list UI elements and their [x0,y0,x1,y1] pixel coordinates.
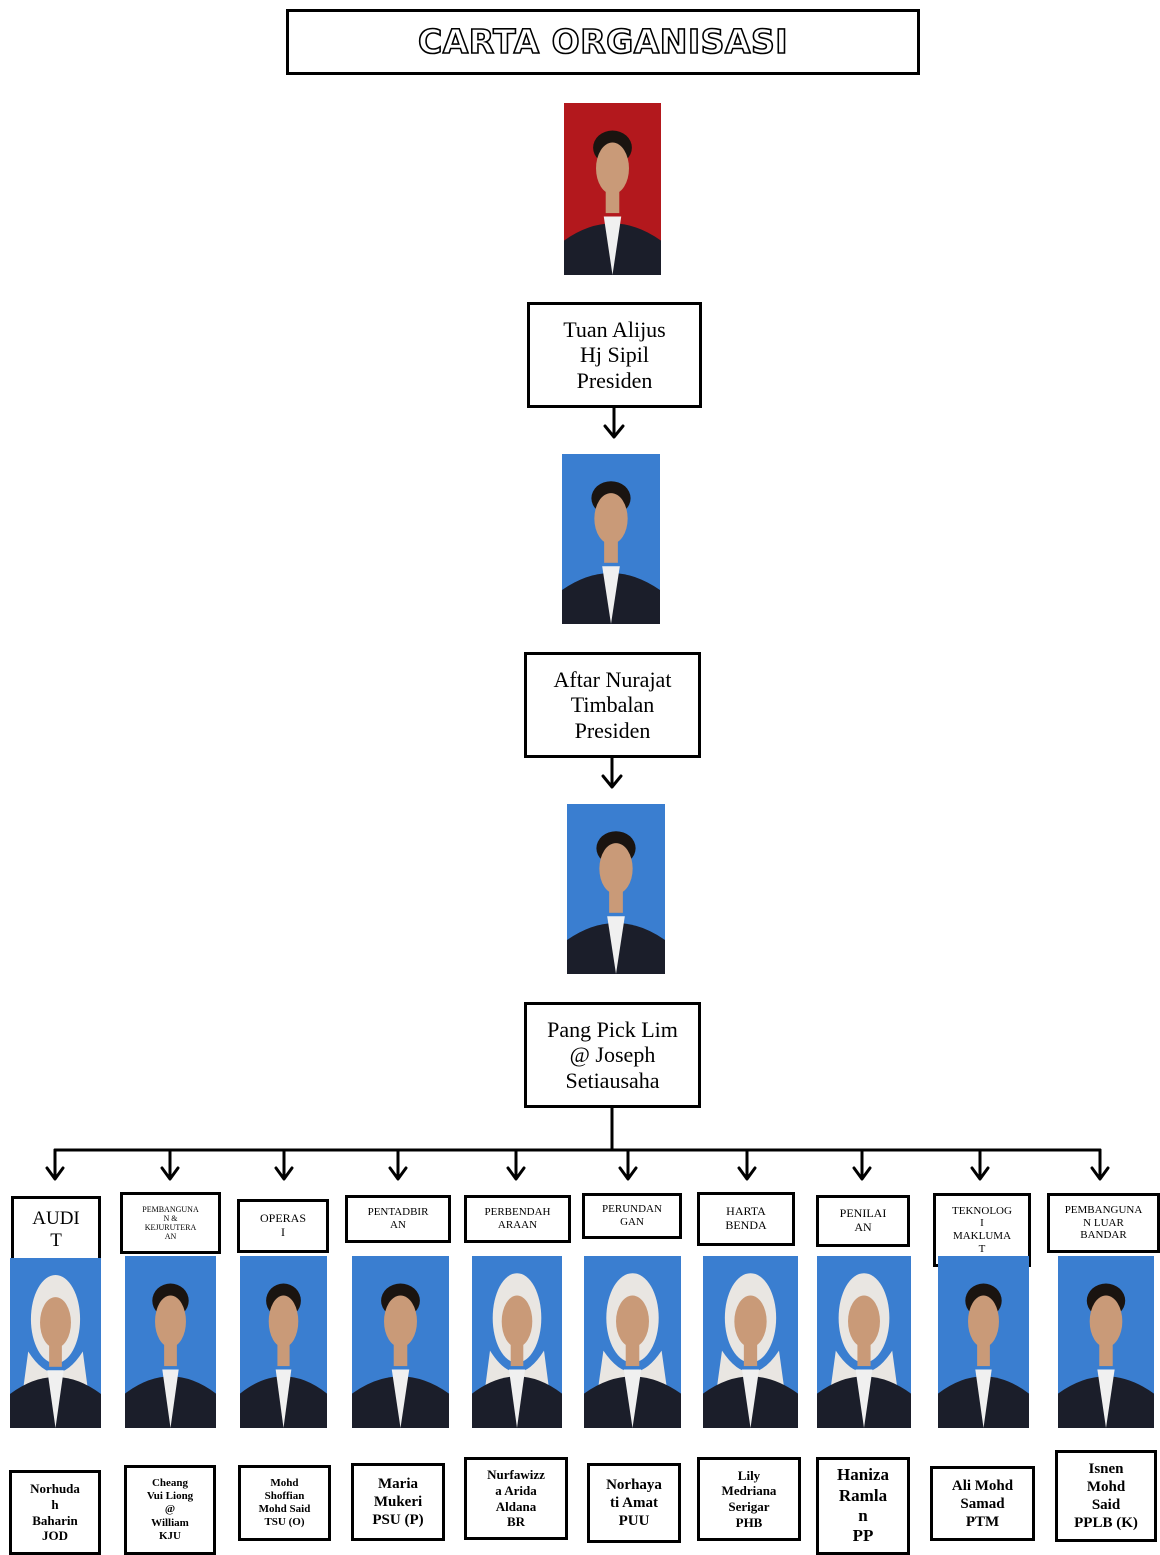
staff-portrait [584,1256,681,1428]
department-label-box: PENILAI AN [816,1195,910,1247]
department-label: TEKNOLOG I MAKLUMA T [952,1204,1012,1255]
staff-portrait [472,1256,562,1428]
staff-name-box: Maria Mukeri PSU (P) [351,1463,445,1541]
department-label: PENILAI AN [839,1206,887,1234]
secretary-name: Pang Pick Lim @ Joseph Setiausaha [547,1017,678,1093]
staff-portrait [10,1258,101,1428]
staff-portrait [240,1256,327,1428]
staff-name: Nurfawizz a Arida Aldana BR [487,1467,545,1530]
department-label: PEMBANGUNA N & KEJURUTERA AN [142,1204,199,1242]
chart-title: CARTA ORGANISASI [417,22,788,62]
department-label: HARTA BENDA [725,1204,767,1232]
portrait-deputy-president [562,454,660,624]
staff-name: Isnen Mohd Said PPLB (K) [1074,1461,1138,1531]
department-label: AUDI T [32,1207,80,1251]
staff-name: Norhuda h Baharin JOD [30,1481,80,1544]
chart-title-box: CARTA ORGANISASI [286,9,920,75]
deputy-president-name: Aftar Nurajat Timbalan Presiden [553,667,672,743]
department-label-box: PENTADBIR AN [345,1195,451,1243]
staff-name: Norhaya ti Amat PUU [606,1477,662,1529]
staff-name: Cheang Vui Liong @ William KJU [146,1477,194,1542]
secretary-box: Pang Pick Lim @ Joseph Setiausaha [524,1002,701,1108]
staff-portrait [1058,1256,1154,1428]
department-label-box: PEMBANGUNA N LUAR BANDAR [1047,1193,1160,1253]
staff-name: Mohd Shoffian Mohd Said TSU (O) [258,1476,311,1529]
staff-portrait [938,1256,1029,1428]
portrait-president [564,103,661,275]
staff-name-box: Cheang Vui Liong @ William KJU [124,1465,216,1555]
department-label: OPERAS I [259,1211,306,1239]
department-label-box: OPERAS I [237,1199,329,1253]
staff-name-box: Haniza Ramla n PP [816,1457,910,1555]
staff-name: Lily Medriana Serigar PHB [721,1467,777,1530]
staff-portrait [703,1256,798,1428]
staff-name-box: Mohd Shoffian Mohd Said TSU (O) [238,1465,331,1541]
staff-name-box: Nurfawizz a Arida Aldana BR [464,1457,568,1540]
president-name: Tuan Alijus Hj Sipil Presiden [563,317,666,393]
staff-portrait [125,1256,216,1428]
staff-name-box: Lily Medriana Serigar PHB [697,1457,801,1541]
staff-name: Ali Mohd Samad PTM [951,1477,1014,1530]
staff-name: Maria Mukeri PSU (P) [372,1476,424,1528]
department-label: PERBENDAH ARAAN [484,1206,551,1231]
department-label: PEMBANGUNA N LUAR BANDAR [1064,1204,1143,1242]
deputy-president-box: Aftar Nurajat Timbalan Presiden [524,652,701,758]
department-label-box: TEKNOLOG I MAKLUMA T [933,1193,1031,1267]
portrait-secretary [567,804,665,974]
department-label-box: PERBENDAH ARAAN [464,1195,571,1243]
staff-name: Haniza Ramla n PP [837,1465,889,1546]
staff-name-box: Isnen Mohd Said PPLB (K) [1055,1450,1157,1542]
department-label-box: AUDI T [11,1196,101,1263]
staff-name-box: Ali Mohd Samad PTM [930,1466,1035,1541]
department-label-box: PEMBANGUNA N & KEJURUTERA AN [120,1192,221,1254]
department-label: PERUNDAN GAN [602,1203,662,1228]
department-label: PENTADBIR AN [367,1206,429,1231]
staff-name-box: Norhaya ti Amat PUU [587,1463,681,1543]
department-label-box: PERUNDAN GAN [582,1193,682,1239]
staff-portrait [352,1256,449,1428]
staff-name-box: Norhuda h Baharin JOD [9,1470,101,1555]
president-box: Tuan Alijus Hj Sipil Presiden [527,302,702,408]
department-label-box: HARTA BENDA [697,1192,795,1246]
staff-portrait [817,1256,911,1428]
